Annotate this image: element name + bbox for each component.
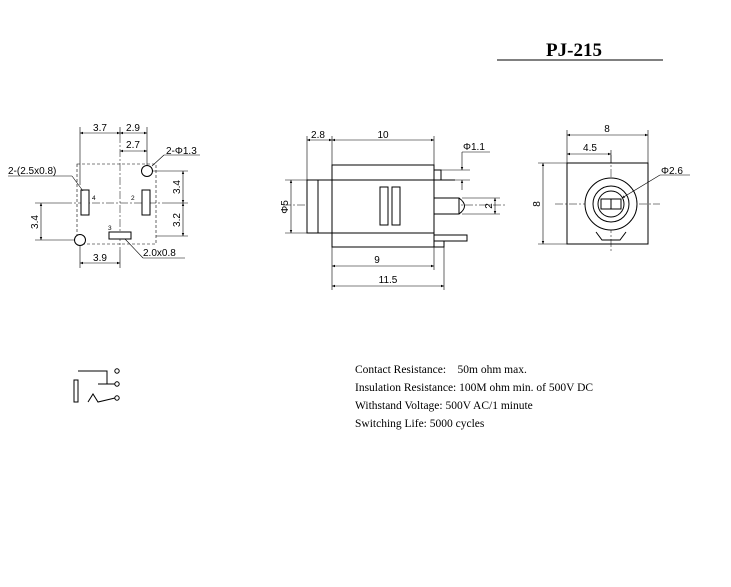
dim-2-6: Φ2.6 xyxy=(661,166,683,177)
spec-contact-resistance: Contact Resistance: 50m ohm max. xyxy=(355,364,527,376)
dim-2-9: 2.9 xyxy=(126,123,140,134)
dim-pad: 2.0x0.8 xyxy=(143,248,176,259)
pin-label-2: 2 xyxy=(131,195,135,202)
spec-switching-life: Switching Life: 5000 cycles xyxy=(355,418,485,430)
pad-pin-3 xyxy=(108,231,132,240)
part-title: PJ-215 xyxy=(546,40,602,61)
dim-2-7: 2.7 xyxy=(126,140,140,151)
dim-3-4-left: 3.4 xyxy=(30,215,41,229)
dim-10: 10 xyxy=(377,130,389,141)
leader-slot xyxy=(71,175,84,192)
side-nose xyxy=(306,179,333,234)
title-block: PJ-215 xyxy=(497,40,663,61)
schematic-symbol xyxy=(73,368,120,403)
leader-2-6 xyxy=(621,174,661,199)
schematic-wire-top xyxy=(78,370,117,385)
side-plunger xyxy=(433,197,460,215)
dim-2: 2 xyxy=(484,203,495,209)
dim-1-1: Φ1.1 xyxy=(463,142,485,153)
side-plunger-tip xyxy=(458,197,465,215)
dim-3-7: 3.7 xyxy=(93,123,107,134)
specifications: Contact Resistance: 50m ohm max. Insulat… xyxy=(355,364,593,430)
pin-label-3: 3 xyxy=(108,225,112,232)
pin-label-4: 4 xyxy=(92,195,96,202)
dim-11-5: 11.5 xyxy=(379,275,398,286)
schematic-terminal-2 xyxy=(114,381,120,387)
dim-hole: 2-Φ1.3 xyxy=(166,146,197,157)
side-contact-slot xyxy=(379,186,389,226)
schematic-sleeve xyxy=(73,379,79,403)
side-bottom-pin-step xyxy=(433,240,445,248)
dim-8-side: 8 xyxy=(532,201,543,207)
slot-pin-4 xyxy=(80,189,90,216)
footprint-outline xyxy=(76,163,157,245)
dim-2-8: 2.8 xyxy=(311,130,325,141)
dim-4-5: 4.5 xyxy=(583,143,597,154)
spec-withstand-voltage: Withstand Voltage: 500V AC/1 minute xyxy=(355,400,533,412)
spec-insulation-resistance: Insulation Resistance: 100M ohm min. of … xyxy=(355,382,593,394)
schematic-terminal-1 xyxy=(114,368,120,374)
dim-3-4-right: 3.4 xyxy=(172,180,183,194)
leader-hole xyxy=(151,154,165,167)
pcb-footprint-view: 4 2 3 3.7 2.9 2.7 2-Φ1.3 2-(2.5x0.8) 3.4… xyxy=(8,123,200,268)
dim-9: 9 xyxy=(374,255,380,266)
dim-3-2: 3.2 xyxy=(172,213,183,227)
dim-8-top: 8 xyxy=(604,124,610,135)
front-view: 8 4.5 Φ2.6 8 xyxy=(532,124,690,252)
dim-3-9: 3.9 xyxy=(93,253,107,264)
dim-5: Φ5 xyxy=(280,200,291,214)
schematic-terminal-3 xyxy=(114,395,120,401)
leader-pad xyxy=(124,238,144,259)
front-base-tab xyxy=(595,231,627,241)
mount-hole-top xyxy=(141,165,153,177)
side-view: 2.8 10 Φ1.1 Φ5 2 9 11.5 xyxy=(280,130,505,290)
schematic-spring-contact xyxy=(87,393,116,403)
mount-hole-bottom xyxy=(74,234,86,246)
side-contact-slot xyxy=(391,186,401,226)
slot-pin-2 xyxy=(141,189,151,216)
side-bottom-pin xyxy=(433,234,468,242)
dim-slot: 2-(2.5x0.8) xyxy=(8,166,56,177)
side-top-pin xyxy=(433,169,442,181)
